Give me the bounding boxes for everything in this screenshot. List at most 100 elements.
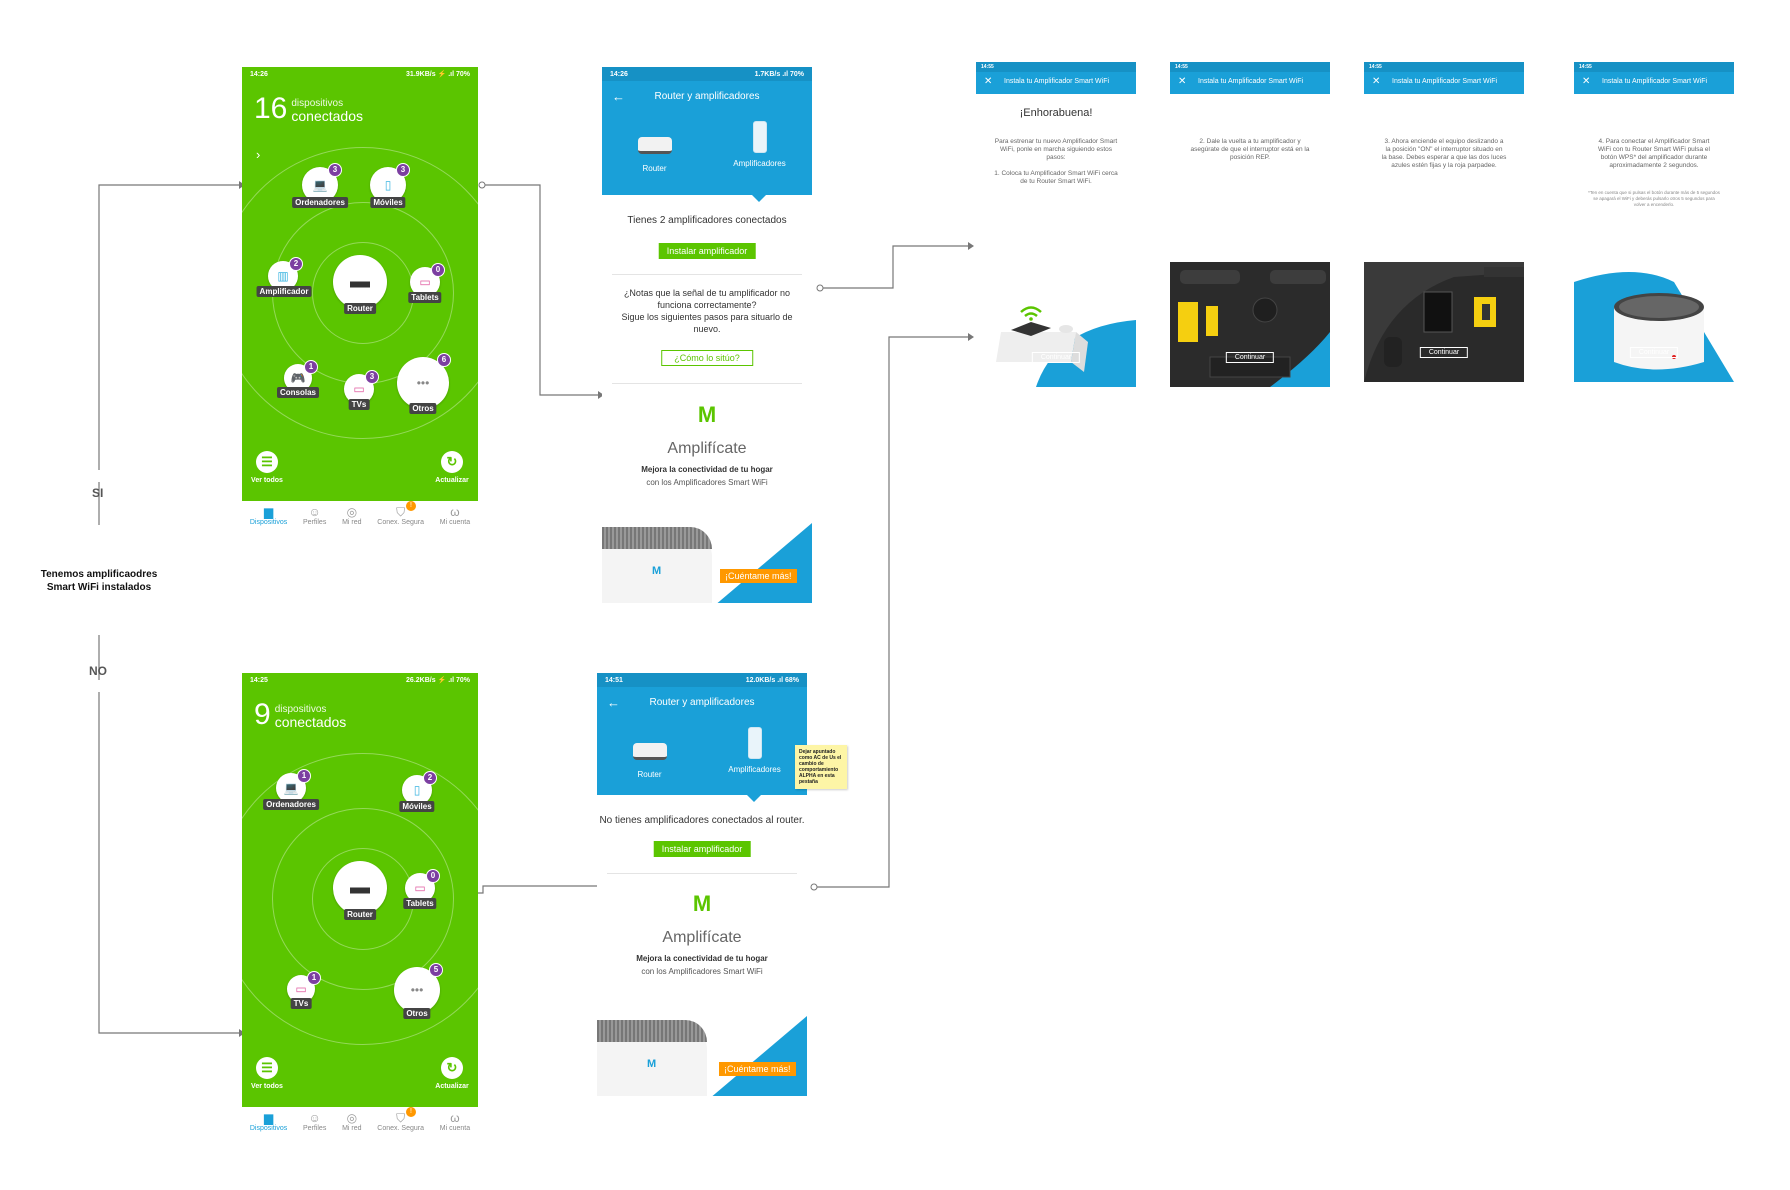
- wizard-title: Instala tu Amplificador Smart WiFi: [1198, 78, 1304, 85]
- wizard-step-2: 14:55 ✕ Instala tu Amplificador Smart Wi…: [1170, 62, 1330, 387]
- instruction-line: 4. Para conectar el Amplificador Smart: [1598, 138, 1710, 145]
- question-line: Sigue los siguientes pasos para situarlo…: [621, 312, 793, 322]
- movistar-logo-icon: M: [647, 1058, 657, 1070]
- network-icon: ◎: [346, 505, 358, 519]
- tab-label: Conex. Segura: [377, 519, 424, 526]
- tell-me-more-button[interactable]: ¡Cuéntame más!: [719, 1062, 796, 1076]
- instruction-line: Para estrenar tu nuevo Amplificador Smar…: [994, 138, 1118, 145]
- arrow-head: [968, 242, 974, 250]
- tab-dispositivos[interactable]: ▆Dispositivos: [250, 501, 287, 535]
- radar-ring: [242, 753, 478, 1045]
- badge-count: 0: [426, 869, 440, 883]
- segment-router[interactable]: Router: [602, 137, 707, 173]
- tab-conex-segura[interactable]: ⛉Conex. Segura!: [377, 1107, 424, 1141]
- connector-router-no-to-wizard: [814, 336, 968, 888]
- continue-button[interactable]: Continuar: [1629, 347, 1679, 358]
- segment-amplifiers[interactable]: Amplificadores: [707, 121, 812, 168]
- amplifier-icon: [752, 121, 767, 153]
- shield-icon: ⛉: [396, 1111, 406, 1125]
- step-1-illustration: [996, 306, 1136, 387]
- device-count-number: 16: [254, 92, 288, 125]
- tab-mi-red[interactable]: ◎Mi red: [342, 1107, 361, 1141]
- laptop-icon: 💻: [312, 178, 328, 192]
- device-label: Amplificador: [256, 286, 312, 297]
- radar-ring: [242, 147, 478, 439]
- device-label: Móviles: [399, 801, 435, 812]
- profiles-icon: ☺: [308, 1111, 321, 1125]
- status-bar: 14:55: [1364, 62, 1524, 72]
- tv-icon: ▭: [295, 982, 307, 996]
- device-label: Tablets: [408, 292, 442, 303]
- step-4-illustration: [1574, 272, 1734, 382]
- refresh-button[interactable]: ↻: [441, 451, 463, 473]
- segment-amplifiers[interactable]: Amplificadores: [702, 727, 807, 774]
- continue-button[interactable]: Continuar: [1419, 347, 1469, 358]
- continue-button[interactable]: Continuar: [1031, 352, 1081, 363]
- close-icon[interactable]: ✕: [1178, 76, 1187, 87]
- tab-conex-segura[interactable]: ⛉Conex. Segura!: [377, 501, 424, 535]
- badge-count: 5: [429, 963, 443, 977]
- account-icon: ω: [450, 505, 460, 519]
- connector-origin-dot: [478, 181, 486, 189]
- status-indicators: 1.7KB/s .ıl 70%: [754, 70, 804, 78]
- tell-me-more-button[interactable]: ¡Cuéntame más!: [720, 569, 797, 583]
- instruction-line: posición REP.: [1230, 154, 1270, 161]
- tab-dispositivos[interactable]: ▆Dispositivos: [250, 1107, 287, 1141]
- device-count-label: conectados: [274, 714, 347, 730]
- close-icon[interactable]: ✕: [984, 76, 993, 87]
- phone-icon: ▯: [384, 178, 392, 192]
- back-arrow-icon[interactable]: ←: [612, 89, 625, 104]
- badge-count: 1: [307, 971, 321, 985]
- condition-line: Smart WiFi instalados: [46, 582, 152, 593]
- account-icon: ω: [450, 1111, 460, 1125]
- install-amplifier-button[interactable]: Instalar amplificador: [658, 243, 756, 259]
- connector-yes-branch: [98, 184, 239, 470]
- install-amplifier-button[interactable]: Instalar amplificador: [653, 841, 751, 857]
- view-all-button[interactable]: ☰: [256, 451, 278, 473]
- connector-origin-dot: [810, 883, 818, 891]
- close-icon[interactable]: ✕: [1372, 76, 1381, 87]
- wizard-instructions: 4. Para conectar el Amplificador Smart W…: [1586, 138, 1722, 170]
- refresh-button[interactable]: ↻: [441, 1057, 463, 1079]
- wizard-step-1: 14:55 ✕ Instala tu Amplificador Smart Wi…: [976, 62, 1136, 387]
- movistar-logo-icon: M: [692, 891, 712, 916]
- promo-subtitle: Mejora la conectividad de tu hogar: [641, 465, 773, 474]
- tab-mi-red[interactable]: ◎Mi red: [342, 501, 361, 535]
- device-label: TVs: [290, 998, 312, 1009]
- amplifier-illustration: M: [602, 527, 712, 603]
- device-label: TVs: [348, 399, 370, 410]
- status-indicators: 26.2KB/s ⚡ .ıl 70%: [406, 677, 470, 684]
- promo-subtitle: Mejora la conectividad de tu hogar: [636, 954, 768, 963]
- tab-perfiles[interactable]: ☺Perfiles: [303, 501, 326, 535]
- device-label: Router: [344, 303, 376, 314]
- instruction-line: de tu Router Smart WiFi.: [1020, 178, 1092, 185]
- tab-perfiles[interactable]: ☺Perfiles: [303, 1107, 326, 1141]
- status-indicators: 31.9KB/s ⚡ .ıl 70%: [406, 71, 470, 78]
- how-to-place-button[interactable]: ¿Cómo lo sitúo?: [661, 350, 753, 366]
- close-icon[interactable]: ✕: [1582, 76, 1591, 87]
- instruction-line: asegúrate de que el interruptor está en …: [1190, 146, 1310, 153]
- continue-button[interactable]: Continuar: [1225, 352, 1275, 363]
- refresh-label: Actualizar: [435, 1083, 469, 1090]
- wizard-title: Instala tu Amplificador Smart WiFi: [1392, 78, 1498, 85]
- wizard-instructions: Para estrenar tu nuevo Amplificador Smar…: [988, 138, 1124, 186]
- device-label: Router: [344, 909, 376, 920]
- instruction-line: WiFi, ponle en marcha siguiendo estos: [999, 146, 1112, 153]
- segment-router[interactable]: Router: [597, 743, 702, 779]
- badge-count: 3: [328, 163, 342, 177]
- view-all-button[interactable]: ☰: [256, 1057, 278, 1079]
- back-arrow-icon[interactable]: ←: [607, 695, 620, 710]
- no-label: NO: [89, 664, 107, 678]
- chevron-right-icon[interactable]: ›: [256, 147, 261, 162]
- router-icon: ▬: [350, 876, 370, 899]
- tab-label: Perfiles: [302, 1125, 327, 1132]
- badge-count: 2: [423, 771, 437, 785]
- amplifier-icon: ▥: [277, 269, 289, 283]
